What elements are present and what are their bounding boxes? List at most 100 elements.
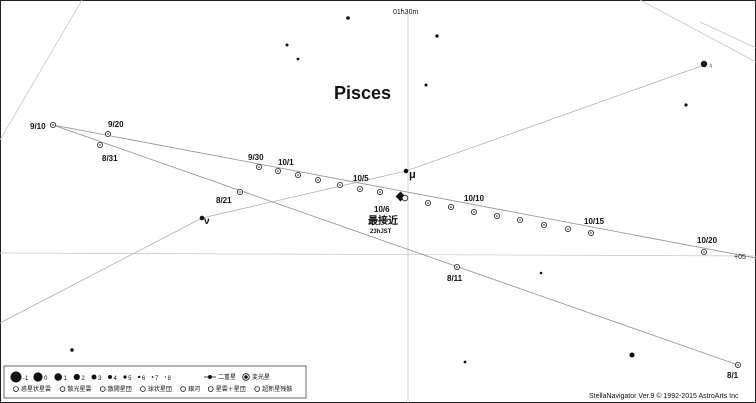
ra-label: 01h30m [393,9,418,16]
date-label: 8/11 [447,274,463,283]
boundary-line-left [0,0,83,141]
magnitude-label: 7 [155,376,159,382]
star [346,16,350,20]
dec-label: +05 [734,254,746,261]
track-marker-dot [107,133,109,135]
track-marker-dot [297,174,299,176]
star [629,352,635,358]
date-label: 8/31 [102,154,118,163]
date-label: 8/21 [216,196,232,205]
magnitude-label: -1 [23,376,29,382]
legend-variable-star: 変光星 [252,373,270,381]
track-marker-dot [496,215,498,217]
boundary-line-right [639,0,756,63]
magnitude-dot [91,374,97,380]
star [296,57,300,61]
magnitude-dot [123,375,127,379]
closest-approach-marker [395,191,409,202]
magnitude-label: 0 [44,376,48,382]
magnitude-dot [138,375,141,379]
track-marker-dot [239,191,241,193]
magnitude-dot [164,376,166,378]
track-marker-dot [450,206,452,208]
magnitude-dot [108,375,112,379]
nu-label: ν [204,216,210,227]
jupiter-icon [700,60,708,68]
magnitude-label: 5 [128,376,132,382]
date-label: 9/30 [248,153,264,162]
star [463,360,467,364]
constellation-lines [0,63,708,324]
track-marker-dot [543,224,545,226]
track-marker-dot [317,179,319,181]
star [285,43,289,47]
magnitude-label: 6 [142,376,146,382]
star [539,271,543,275]
object-type-label: 星雲＋星団 [216,386,246,393]
constellation-line [405,63,708,172]
object-type-icon [13,386,19,392]
variable-star-icon [242,373,250,381]
track-marker-dot [703,251,705,253]
object-type-icon [254,386,261,392]
track-marker-dot [567,228,569,230]
conjunction-icon [401,194,409,202]
constellation-line [201,170,407,219]
date-label: 10/15 [584,217,605,226]
track-marker-dot [427,202,429,204]
object-type-label: 球状星団 [148,385,172,393]
boundary-line-right2 [699,21,756,49]
track-marker-dot [359,188,361,190]
track-marker-dot [339,184,341,186]
magnitude-dot [33,372,43,382]
object-type-label: 超新星残骸 [262,385,292,393]
star-mu [403,168,409,174]
magnitude-label: 8 [168,376,172,382]
object-type-icon [99,386,106,392]
track-marker-dot [52,124,54,126]
date-label: 10/20 [697,236,718,245]
star-nu [199,215,205,221]
track-marker-dot [519,219,521,221]
object-type-icon [59,386,66,392]
mu-label: μ [409,169,416,181]
legend-double-star: 二重星 [218,373,236,381]
magnitude-dot [54,373,62,381]
variable-star-dot [244,375,248,379]
track-marker-dot [473,211,475,213]
closest-date: 10/6 [374,205,390,214]
track-marker-dot [456,266,458,268]
track-marker-dot [99,144,101,146]
magnitude-dot [73,373,80,381]
track-markers [50,122,742,368]
star [435,34,439,38]
planet-tracks [52,124,756,366]
object-type-label: 惑星状星雲 [21,385,51,393]
date-label: 8/1 [727,371,739,380]
star [684,103,688,107]
closest-title: 最接近 [368,214,398,227]
object-type-icon [207,386,214,392]
magnitude-label: 4 [114,376,118,382]
date-label: 9/10 [30,122,46,131]
object-type-label: 散光星雲 [68,385,92,393]
date-label: 9/20 [108,120,124,129]
star [424,83,428,87]
constellation-line [0,217,203,324]
constellation-name: Pisces [334,83,391,103]
object-type-icon [140,386,146,392]
magnitude-label: 3 [98,376,102,382]
background-stars [70,16,688,364]
track-marker-dot [737,364,739,366]
date-label: 10/10 [464,194,485,203]
track-marker-dot [379,191,381,193]
track-line-jupiter [52,124,739,366]
track-marker-dot [258,166,260,168]
credit-text: StellaNavigator Ver.9 © 1992-2015 AstroA… [589,392,739,400]
jupiter-glyph: ♃ [708,63,713,70]
